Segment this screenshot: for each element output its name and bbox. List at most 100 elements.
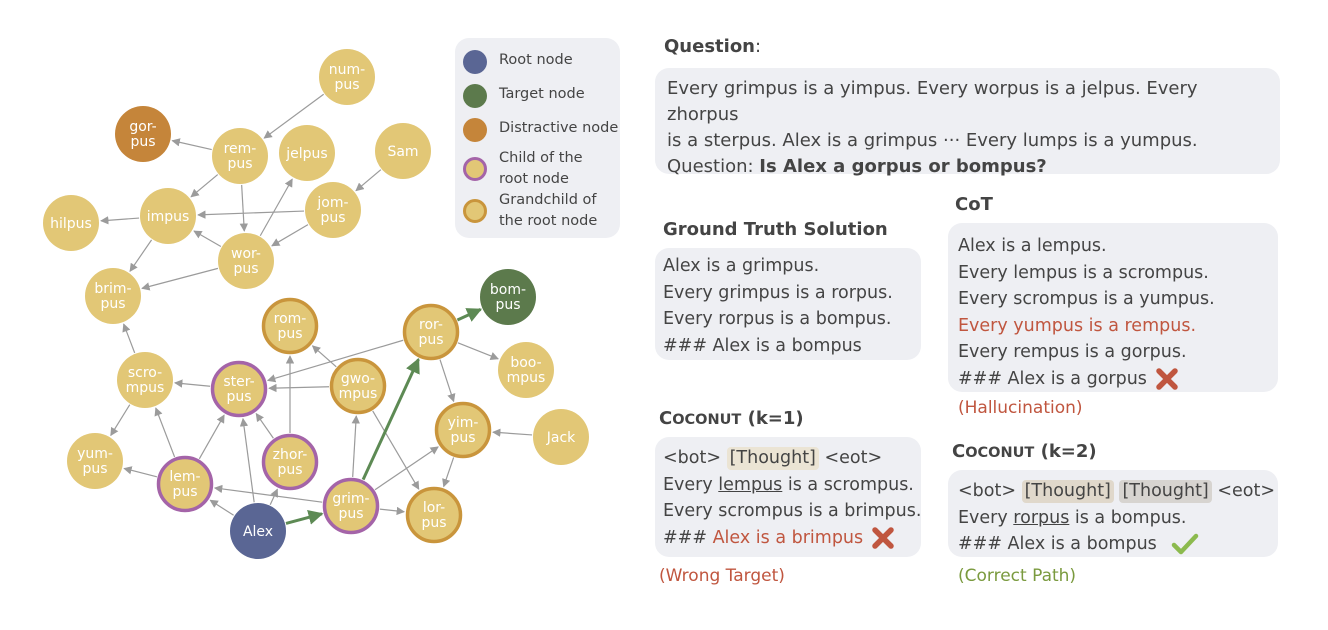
legend-swatch-grandchild	[463, 199, 487, 223]
node-rompus: rom-pus	[261, 297, 319, 355]
graph-edge	[457, 342, 499, 360]
cot-heading: CoT	[955, 194, 993, 215]
node-label: gor-pus	[129, 119, 156, 150]
ground-truth-heading: Ground Truth Solution	[663, 219, 888, 240]
node-impus: impus	[140, 188, 196, 244]
node-label: num-pus	[329, 62, 365, 93]
coconut-k2-heading-k: (k=2)	[1034, 441, 1097, 462]
node-jompus: jom-pus	[305, 182, 361, 238]
graph-edge	[197, 210, 305, 219]
coconut-k1-line: Every lempus is a scrompus.	[663, 472, 914, 499]
legend-label: Target node	[499, 86, 585, 102]
coconut-k2-l2-underlined: rorpus	[1013, 507, 1070, 528]
node-circle	[117, 352, 173, 408]
question-line: is a sterpus. Alex is a grimpus ··· Ever…	[667, 130, 1198, 151]
node-gwompus: gwo-mpus	[329, 357, 387, 415]
node-circle	[261, 433, 319, 491]
node-label: ster-pus	[223, 374, 254, 405]
graph-edge	[239, 417, 255, 503]
ground-truth-line: Every rorpus is a bompus.	[663, 309, 892, 329]
thought-chip: [Thought]	[726, 447, 819, 470]
graph-edge	[174, 379, 211, 388]
node-circle	[156, 455, 214, 513]
thought-chip: [Thought]	[1119, 480, 1212, 503]
coconut-k1-l2-underlined: lempus	[718, 474, 783, 495]
graph-edge	[171, 138, 212, 151]
coconut-k1-heading-k: (k=1)	[741, 408, 804, 429]
node-label: jelpus	[285, 146, 327, 162]
node-scrompus: scro-mpus	[117, 352, 173, 408]
graph-edge	[263, 93, 325, 139]
coconut-k1-note: (Wrong Target)	[659, 566, 785, 586]
question-heading-text: Question	[664, 36, 755, 57]
cot-line: Every scrompus is a yumpus.	[958, 289, 1215, 309]
node-label: ror-pus	[418, 317, 443, 348]
graph-edge	[190, 174, 219, 198]
solution-path-edge	[361, 357, 420, 481]
node-circle	[218, 233, 274, 289]
legend-item-distractive: Distractive node	[463, 118, 618, 142]
node-circle	[305, 182, 361, 238]
node-zhorpus: zhor-pus	[261, 433, 319, 491]
coconut-k1-l2-post: is a scrompus.	[782, 474, 914, 495]
bot-token: <bot>	[958, 481, 1017, 501]
node-circle	[405, 486, 463, 544]
node-circle	[115, 106, 171, 162]
node-circle	[322, 477, 380, 535]
coconut-k2-heading: COCONUT (k=2)	[952, 441, 1097, 462]
legend-swatch-distractive	[463, 118, 487, 142]
coconut-k2-answer: ### Alex is a bompus	[958, 534, 1157, 554]
node-label: hilpus	[50, 216, 92, 232]
cot-line: Every lempus is a scrompus.	[958, 262, 1209, 283]
node-circle	[43, 195, 99, 251]
wrong-cross-icon	[872, 526, 894, 549]
node-label: rom-pus	[274, 311, 307, 342]
coconut-k2-note: (Correct Path)	[958, 566, 1077, 586]
node-label: Alex	[243, 524, 273, 540]
node-sterpus: ster-pus	[210, 360, 268, 418]
graph-edge	[271, 224, 309, 247]
node-jelpus: jelpus	[279, 125, 335, 181]
coconut-k2-line-answer: ### Alex is a bompus	[958, 531, 1268, 558]
node-lorpus: lor-pus	[405, 486, 463, 544]
coconut-k2-heading-sc: OCONUT	[965, 445, 1035, 461]
graph-edge	[209, 499, 234, 516]
cot-box: Alex is a lempus. Every lempus is a scro…	[948, 223, 1278, 392]
node-circle	[230, 503, 286, 559]
node-lempus: lem-pus	[156, 455, 214, 513]
node-label: rem-pus	[224, 141, 257, 172]
legend-item-grandchild: Grandchild of the root node	[463, 190, 597, 232]
coconut-k1-l2-pre: Every	[663, 474, 719, 495]
question-heading-colon: :	[755, 36, 762, 57]
ground-truth-box: Alex is a grimpus. Every grimpus is a ro…	[655, 248, 921, 360]
legend-label: Child of the root node	[499, 150, 583, 187]
graph-edge	[123, 466, 158, 478]
question-heading: Question:	[664, 36, 761, 57]
coconut-k2-line: <bot> [Thought] [Thought] <eot>	[958, 478, 1275, 505]
coconut-k1-heading: COCONUT (k=1)	[659, 408, 804, 429]
node-worpus: wor-pus	[218, 233, 274, 289]
check-icon	[1171, 533, 1199, 555]
coconut-k1-line-answer: ### Alex is a brimpus	[663, 525, 913, 552]
ground-truth-line: ### Alex is a bompus	[663, 335, 862, 356]
graph-edge	[110, 404, 131, 437]
node-label: gwo-mpus	[339, 371, 378, 402]
node-label: brim-pus	[94, 281, 131, 312]
question-bold: Is Alex a gorpus or bompus?	[759, 156, 1047, 177]
node-circle	[480, 269, 536, 325]
node-bompus: bom-pus	[480, 269, 536, 325]
bot-token: <bot>	[663, 448, 722, 468]
node-label: bom-pus	[490, 282, 526, 313]
graph-edge	[122, 323, 136, 354]
node-label: lem-pus	[169, 469, 200, 500]
graph-edge	[379, 506, 406, 516]
graph-edge	[100, 216, 140, 225]
graph-edge	[255, 412, 274, 439]
wrong-cross-icon	[1156, 367, 1178, 390]
node-label: yim-pus	[448, 415, 479, 446]
node-label: yum-pus	[77, 446, 113, 477]
cot-line-answer: ### Alex is a gorpus	[958, 366, 1268, 393]
node-circle	[279, 125, 335, 181]
graph-edge	[193, 230, 222, 248]
